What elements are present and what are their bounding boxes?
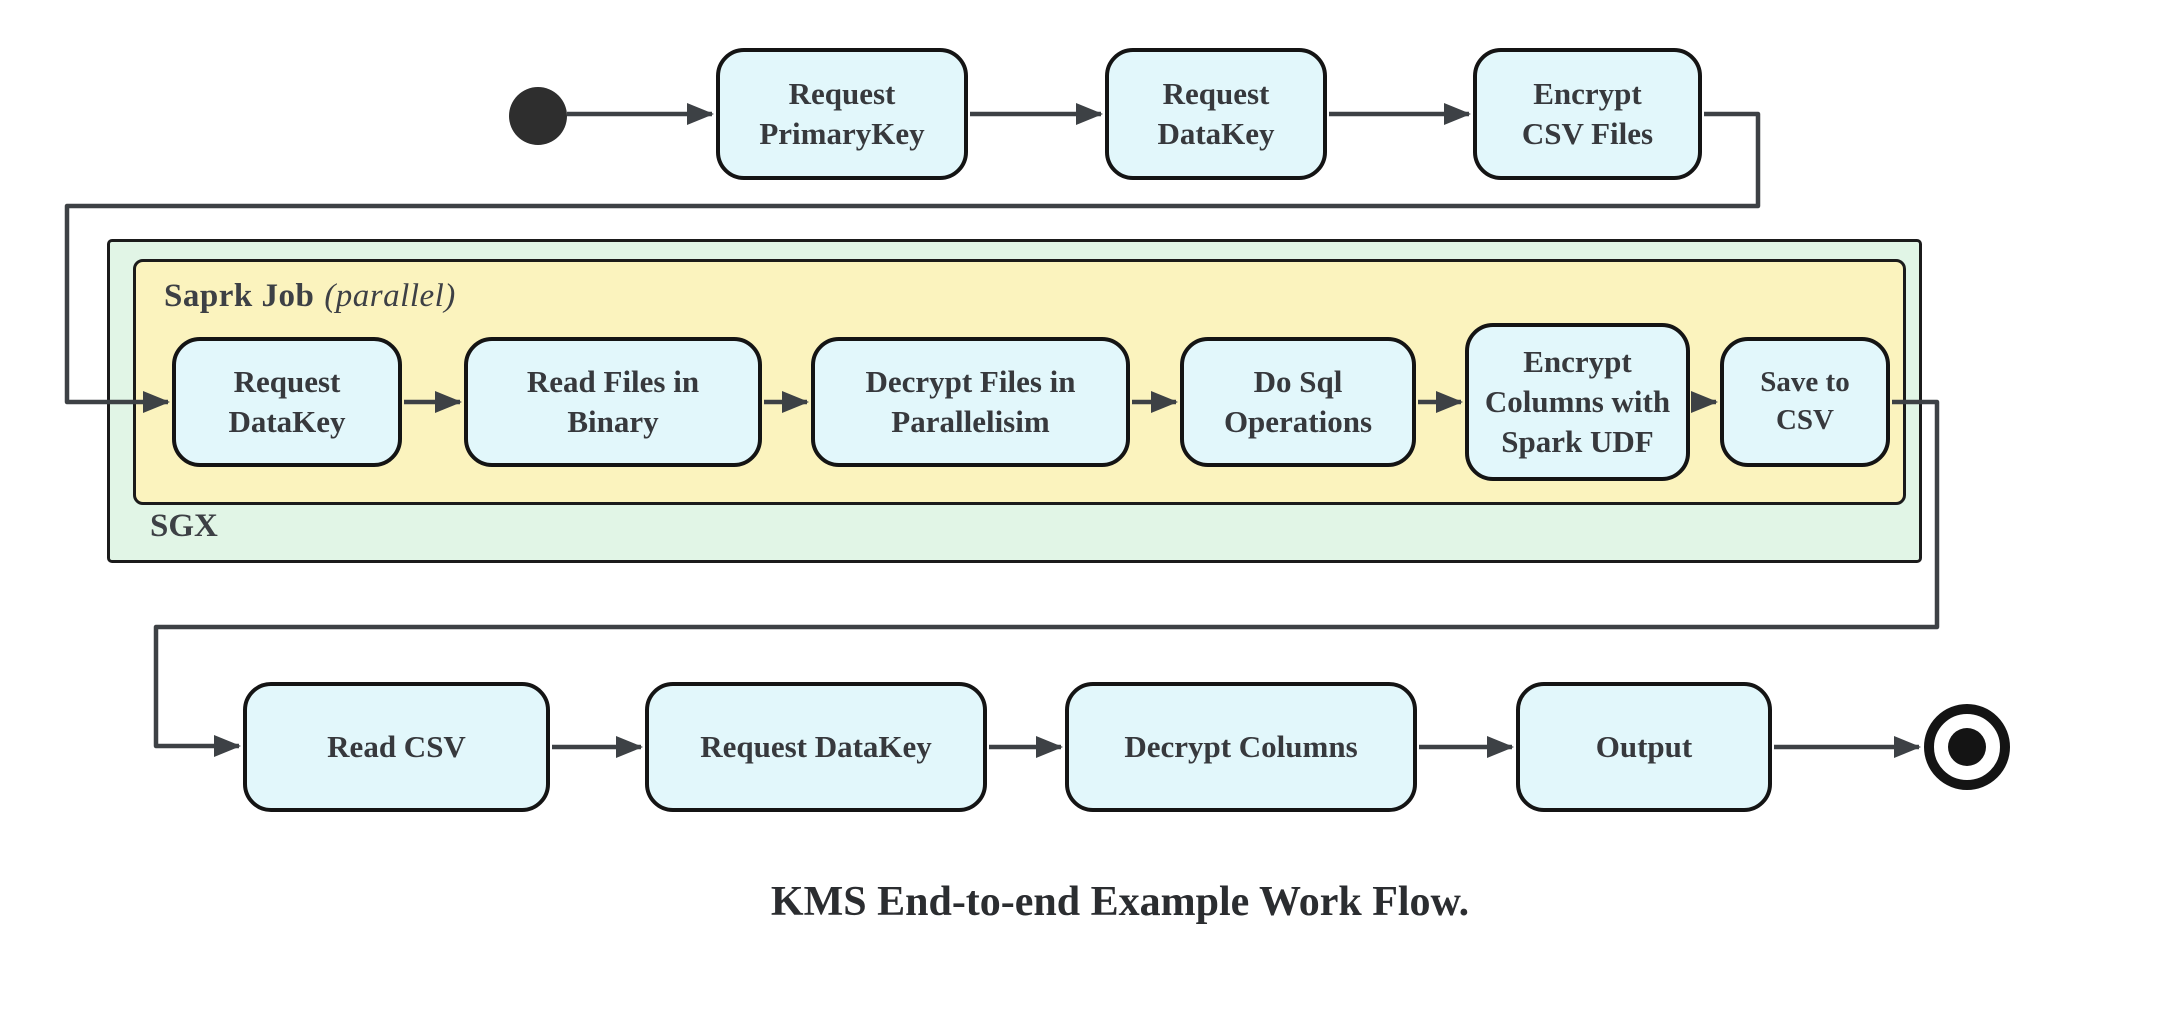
node-encrypt-csv-files: Encrypt CSV Files (1473, 48, 1702, 180)
node-read-csv: Read CSV (243, 682, 550, 812)
start-state-icon (509, 87, 567, 145)
node-decrypt-files-in-parallelisim: Decrypt Files in Parallelisim (811, 337, 1130, 467)
node-output: Output (1516, 682, 1772, 812)
node-request-datakey-top: Request DataKey (1105, 48, 1327, 180)
spark-job-qualifier: (parallel) (324, 278, 456, 314)
node-do-sql-operations: Do Sql Operations (1180, 337, 1416, 467)
spark-job-title: Saprk Job(parallel) (164, 278, 456, 315)
node-decrypt-columns: Decrypt Columns (1065, 682, 1417, 812)
spark-job-title-text: Saprk Job (164, 278, 315, 314)
node-save-to-csv: Save to CSV (1720, 337, 1890, 467)
end-state-dot-icon (1948, 728, 1986, 766)
node-request-datakey-bottom: Request DataKey (645, 682, 987, 812)
node-request-datakey-spark: Request DataKey (172, 337, 402, 467)
node-encrypt-columns-with-spark-udf: Encrypt Columns with Spark UDF (1465, 323, 1690, 481)
end-state-icon (1924, 704, 2010, 790)
diagram-caption: KMS End-to-end Example Work Flow. (770, 879, 1470, 925)
node-read-files-in-binary: Read Files in Binary (464, 337, 762, 467)
sgx-label: SGX (150, 508, 218, 544)
node-request-primarykey: Request PrimaryKey (716, 48, 968, 180)
